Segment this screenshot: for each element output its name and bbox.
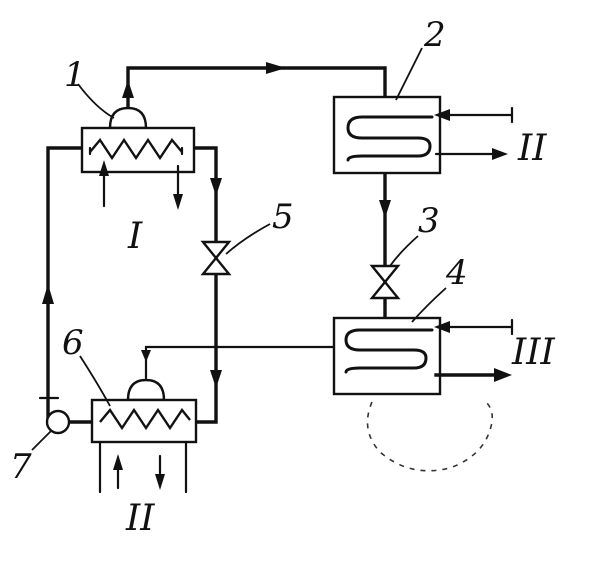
pipe-pump-to-generator	[46, 146, 84, 424]
leader-3	[389, 235, 419, 267]
expansion-valve-5	[200, 240, 232, 276]
label-stream-I: I	[127, 216, 143, 257]
absorber-6	[90, 378, 198, 494]
label-5: 5	[272, 197, 294, 237]
arrow-down-right-line-upper	[210, 178, 222, 196]
arrow-down-to-absorber	[141, 350, 151, 362]
expansion-valve-3	[369, 264, 401, 300]
leader-1	[77, 83, 115, 119]
label-7: 7	[10, 447, 32, 487]
pipe-generator-to-absorber	[192, 146, 218, 424]
arrow-up-left-line	[42, 284, 54, 304]
label-4: 4	[445, 253, 468, 293]
leader-2	[395, 47, 423, 101]
arrow-right-top-line	[266, 62, 286, 74]
arrow-down-condenser-outlet	[379, 200, 391, 218]
label-6: 6	[62, 323, 84, 363]
label-3: 3	[418, 201, 440, 241]
leader-7	[31, 429, 53, 451]
label-stream-II-condenser: II	[517, 128, 547, 169]
arrow-down-right-line-lower	[210, 370, 222, 388]
leader-4	[411, 287, 447, 323]
pipe-evaporator-to-absorber	[144, 345, 336, 380]
generator-1	[80, 106, 196, 210]
evaporator-4	[332, 316, 514, 396]
condenser-2	[332, 95, 514, 175]
label-2: 2	[423, 15, 446, 55]
label-1: 1	[64, 55, 86, 95]
leader-6	[79, 355, 111, 407]
arrow-up-generator-outlet	[122, 80, 134, 98]
background-dashed-arc	[366, 401, 494, 472]
leader-5	[225, 223, 271, 255]
pump-7	[38, 396, 71, 435]
label-stream-III: III	[511, 332, 555, 373]
label-stream-II-absorber: II	[125, 498, 155, 539]
